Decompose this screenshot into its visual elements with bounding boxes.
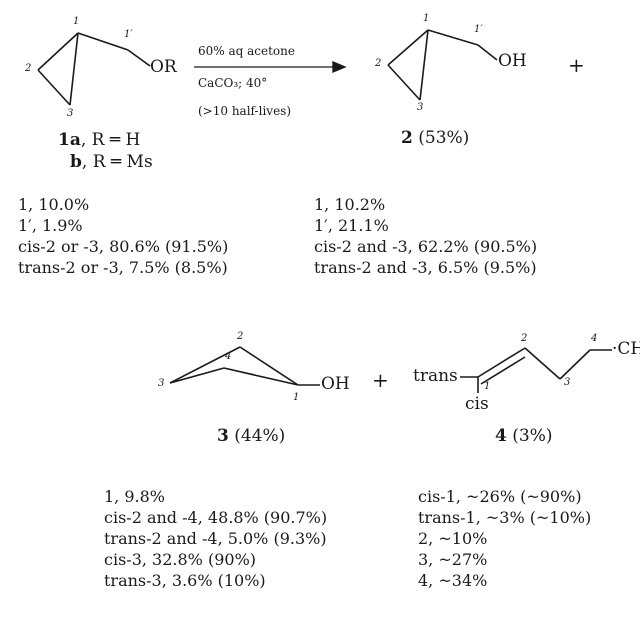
product2-num: 2 xyxy=(401,128,413,148)
product4-atom-1: 1 xyxy=(484,381,491,392)
product4-num: 4 xyxy=(495,426,507,446)
product2-group: OH xyxy=(498,51,527,71)
product2-atom-2: 2 xyxy=(375,58,382,69)
reactant-name-a: 1a, R ═ H xyxy=(58,130,140,150)
product4-atom-3: 3 xyxy=(564,377,571,388)
reactant-labeling-item: 1, 10.0% xyxy=(18,195,90,214)
reactant-name-b: b, R ═ Ms xyxy=(70,152,153,172)
condition-time: (>10 half-lives) xyxy=(198,104,292,118)
product2-labeling-item: 1′, 21.1% xyxy=(314,216,389,235)
product3-labeling-item: trans-2 and -4, 5.0% (9.3%) xyxy=(104,529,327,548)
reactant-text-b: , R ═ Ms xyxy=(81,152,153,172)
product2-structure xyxy=(387,29,498,101)
reactant-num-b: b xyxy=(70,152,82,172)
condition-base: CaCO₃; 40° xyxy=(198,76,268,90)
product4-labeling-item: cis-1, ~26% (~90%) xyxy=(418,487,582,506)
plus-sign-2: + xyxy=(372,368,389,392)
reactant-text-a: , R ═ H xyxy=(80,130,141,150)
product4-cis-label: cis xyxy=(465,394,489,414)
product3-atom-4: 4 xyxy=(225,351,232,362)
product3-yield: (44%) xyxy=(228,426,286,446)
product2-labeling-item: 1, 10.2% xyxy=(314,195,386,214)
product3-name: 3 (44%) xyxy=(217,426,285,446)
product3-labeling-item: 1, 9.8% xyxy=(104,487,165,506)
product3-labeling-item: cis-2 and -4, 48.8% (90.7%) xyxy=(104,508,328,527)
product4-labeling-item: trans-1, ~3% (~10%) xyxy=(418,508,592,527)
product4-structure xyxy=(460,347,612,393)
product4-labeling-list: cis-1, ~26% (~90%) trans-1, ~3% (~10%) 2… xyxy=(418,486,591,591)
reactant-atom-2: 2 xyxy=(25,63,32,74)
product3-num: 3 xyxy=(217,426,229,446)
reactant-structure xyxy=(37,32,151,106)
product2-yield: (53%) xyxy=(412,128,470,148)
product4-yield: (3%) xyxy=(506,426,553,446)
reactant-atom-1: 1 xyxy=(73,16,80,27)
reaction-arrow xyxy=(194,61,347,73)
product2-name: 2 (53%) xyxy=(401,128,469,148)
product2-atom-1: 1 xyxy=(423,13,430,24)
product3-atom-2: 2 xyxy=(237,331,244,342)
product2-atom-3: 3 xyxy=(417,102,424,113)
product4-atom-4: 4 xyxy=(591,333,598,344)
product4-labeling-item: 2, ~10% xyxy=(418,529,488,548)
product2-labeling-item: trans-2 and -3, 6.5% (9.5%) xyxy=(314,258,537,277)
condition-solvent: 60% aq acetone xyxy=(198,44,295,58)
reactant-atom-1p: 1′ xyxy=(124,29,133,40)
product3-labeling-item: cis-3, 32.8% (90%) xyxy=(104,550,257,569)
product3-structure xyxy=(169,346,320,386)
reactant-labeling-item: 1′, 1.9% xyxy=(18,216,83,235)
product3-labeling-item: trans-3, 3.6% (10%) xyxy=(104,571,266,590)
reactant-labeling-item: trans-2 or -3, 7.5% (8.5%) xyxy=(18,258,228,277)
product4-group: ·CH xyxy=(612,339,640,359)
product4-atom-2: 2 xyxy=(521,333,528,344)
reactant-atom-3: 3 xyxy=(67,108,74,119)
product2-labeling-list: 1, 10.2% 1′, 21.1% cis-2 and -3, 62.2% (… xyxy=(314,194,537,278)
product4-labeling-item: 3, ~27% xyxy=(418,550,488,569)
plus-sign-1: + xyxy=(568,53,585,77)
product2-atom-1p: 1′ xyxy=(474,24,483,35)
product2-labeling-item: cis-2 and -3, 62.2% (90.5%) xyxy=(314,237,538,256)
product4-name: 4 (3%) xyxy=(495,426,552,446)
reactant-labeling-list: 1, 10.0% 1′, 1.9% cis-2 or -3, 80.6% (91… xyxy=(18,194,228,278)
reactant-num-a: 1a xyxy=(58,130,81,150)
product3-labeling-list: 1, 9.8% cis-2 and -4, 48.8% (90.7%) tran… xyxy=(104,486,327,591)
reactant-group: OR xyxy=(150,57,177,77)
reactant-labeling-item: cis-2 or -3, 80.6% (91.5%) xyxy=(18,237,229,256)
product4-labeling-item: 4, ~34% xyxy=(418,571,488,590)
product4-trans-label: trans xyxy=(413,366,458,386)
product3-atom-3: 3 xyxy=(158,378,165,389)
product3-atom-1: 1 xyxy=(293,392,300,403)
product3-group: OH xyxy=(321,374,350,394)
